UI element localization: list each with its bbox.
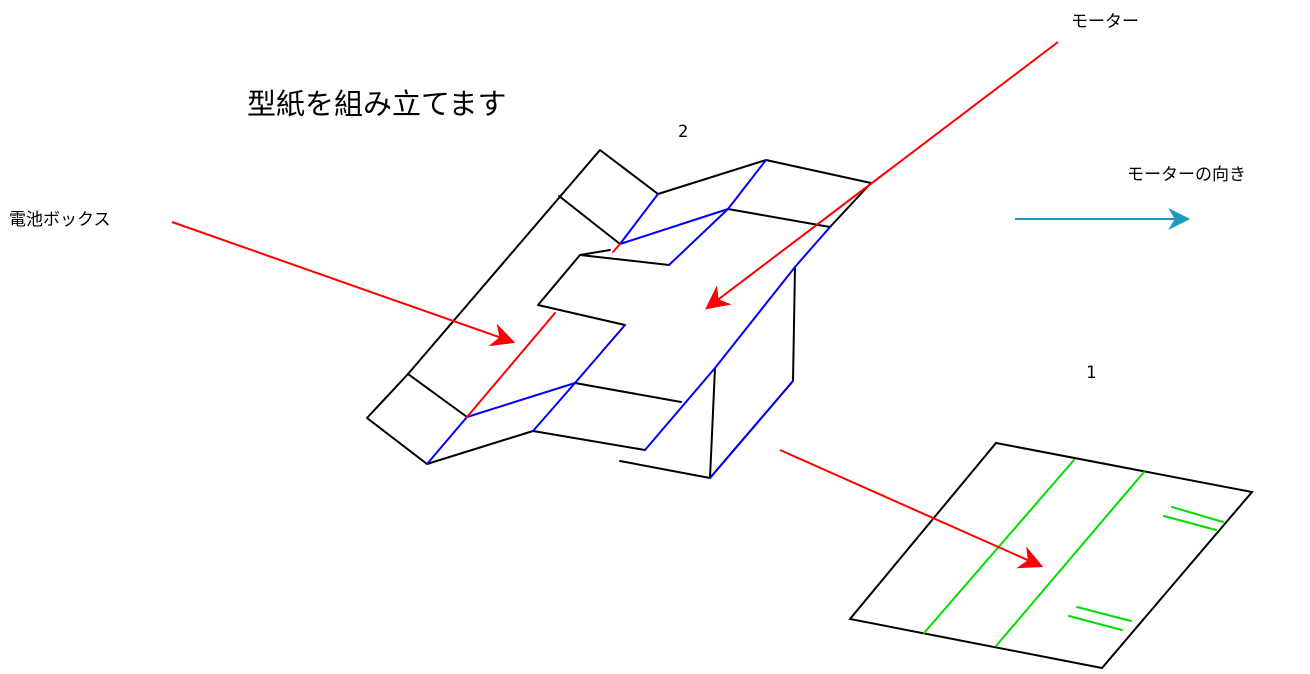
battery-box-label: 電池ボックス bbox=[9, 210, 111, 230]
flat-pattern-outline bbox=[848, 441, 1254, 670]
step-2-label: 2 bbox=[678, 122, 688, 142]
motor-pointer-arrow bbox=[705, 41, 1059, 310]
motor-direction-label: モーターの向き bbox=[1127, 165, 1246, 185]
flat-pattern-fold-lines bbox=[923, 459, 1224, 647]
motor-label: モーター bbox=[1071, 12, 1139, 32]
flat-pattern bbox=[848, 441, 1254, 670]
step-1-label: 1 bbox=[1086, 363, 1096, 383]
model-outline bbox=[366, 149, 872, 479]
page-title: 型紙を組み立てます bbox=[247, 87, 507, 121]
pattern-pointer-arrow bbox=[779, 449, 1044, 569]
pointer-arrows bbox=[171, 41, 1059, 569]
assembled-model bbox=[366, 149, 872, 479]
model-mountain-folds bbox=[466, 243, 621, 418]
battery-box-pointer-arrow bbox=[171, 221, 516, 347]
model-valley-folds bbox=[426, 159, 831, 479]
